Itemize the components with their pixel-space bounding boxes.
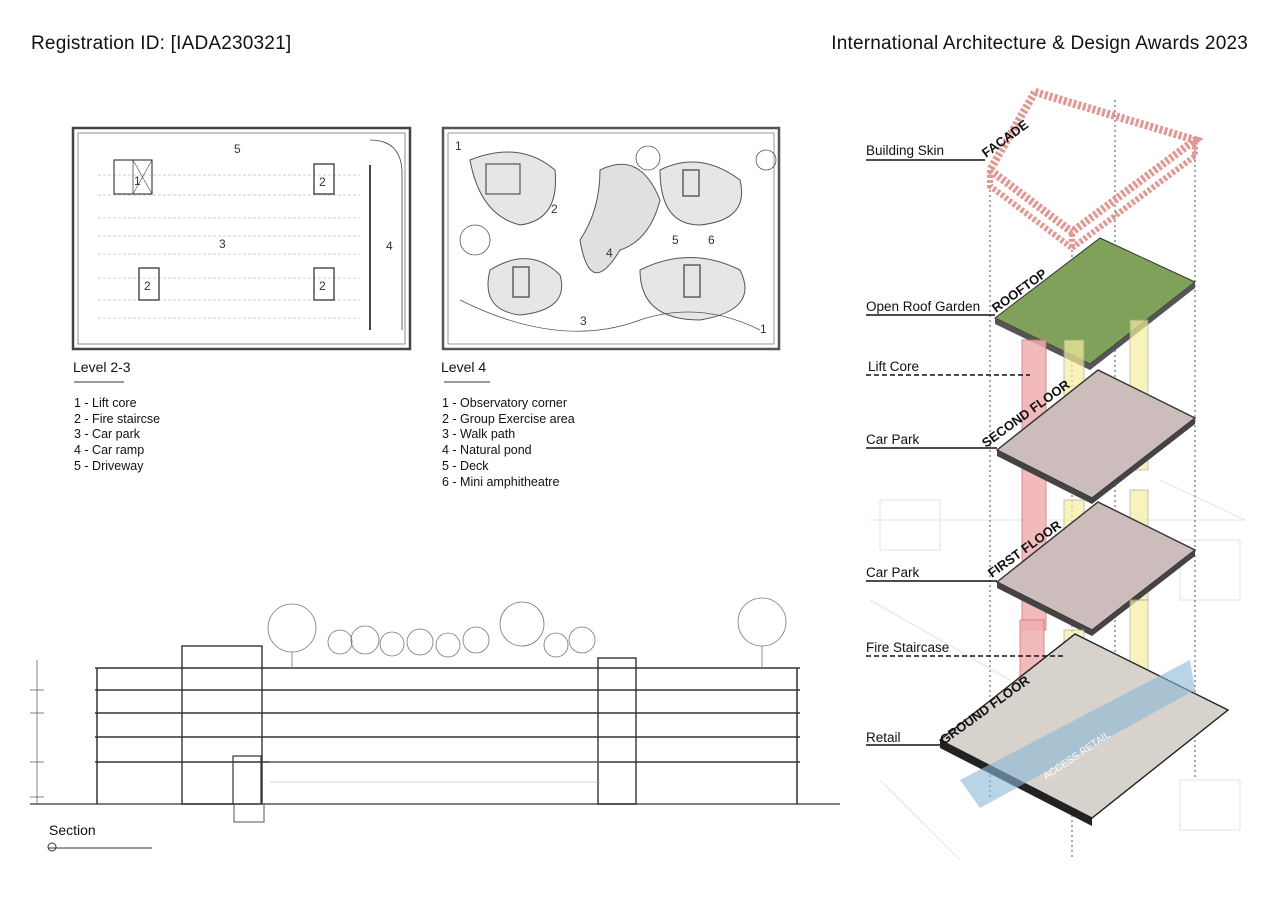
legend-item: 3 - Car park [74,427,140,442]
axonometric [869,87,1246,861]
legend-item: 3 - Walk path [442,427,516,442]
tag-facade: FACADE [979,117,1031,161]
label-lift-core: Lift Core [868,359,919,374]
axo-leaders [866,159,1064,746]
mark: 2 [144,279,151,293]
legend-item: 2 - Group Exercise area [442,411,575,426]
award-title: International Architecture & Design Awar… [831,33,1248,54]
section-drawing [30,645,840,823]
mark: 1 [760,322,767,336]
legend-item: 6 - Mini amphitheatre [442,474,560,489]
mark: 2 [319,279,326,293]
mark: 2 [319,175,326,189]
legend-item: 1 - Observatory corner [442,396,568,410]
mark: 5 [234,142,241,156]
legend-item: 5 - Deck [442,458,489,473]
registration-id: Registration ID: [IADA230321] [31,33,292,54]
plan-level-4 [441,126,781,351]
mark: 5 [672,233,679,247]
legend-item: 5 - Driveway [74,458,144,473]
label-car-park-2: Car Park [866,432,920,447]
caption-level-2-3: Level 2-3 [73,359,131,375]
plan-level-2-3 [71,126,412,351]
legend-item: 4 - Car ramp [74,443,145,458]
facade-frame [984,87,1204,238]
mark: 6 [708,233,715,247]
label-open-roof-garden: Open Roof Garden [866,299,980,314]
label-building-skin: Building Skin [866,143,944,158]
mark: 1 [455,139,462,153]
label-retail: Retail [866,730,901,745]
legend-item: 4 - Natural pond [442,443,532,458]
plan-a-marks: 1 2 2 2 2 3 4 5 [134,142,393,293]
axo-labels: Building Skin Open Roof Garden Lift Core… [866,143,980,745]
legend-level-2-3: 1 - Lift core 2 - Fire staircse 3 - Car … [74,396,160,475]
legend-item: 1 - Lift core [74,396,137,410]
plan-b-marks: 1 2 3 4 5 6 1 [455,139,767,336]
mark: 4 [386,239,393,253]
label-fire-staircase: Fire Staircase [866,640,949,655]
mark: 1 [134,174,141,188]
legend-item: 2 - Fire staircse [74,411,161,426]
mark: 3 [219,237,226,251]
caption-level-4: Level 4 [441,359,487,375]
legend-level-4: 1 - Observatory corner 2 - Group Exercis… [442,396,575,490]
label-car-park-1: Car Park [866,565,920,580]
scale-bars [47,381,490,852]
mark: 3 [580,314,587,328]
section-trees [267,597,787,668]
mark: 4 [606,246,613,260]
caption-section: Section [49,822,96,838]
mark: 2 [551,202,558,216]
